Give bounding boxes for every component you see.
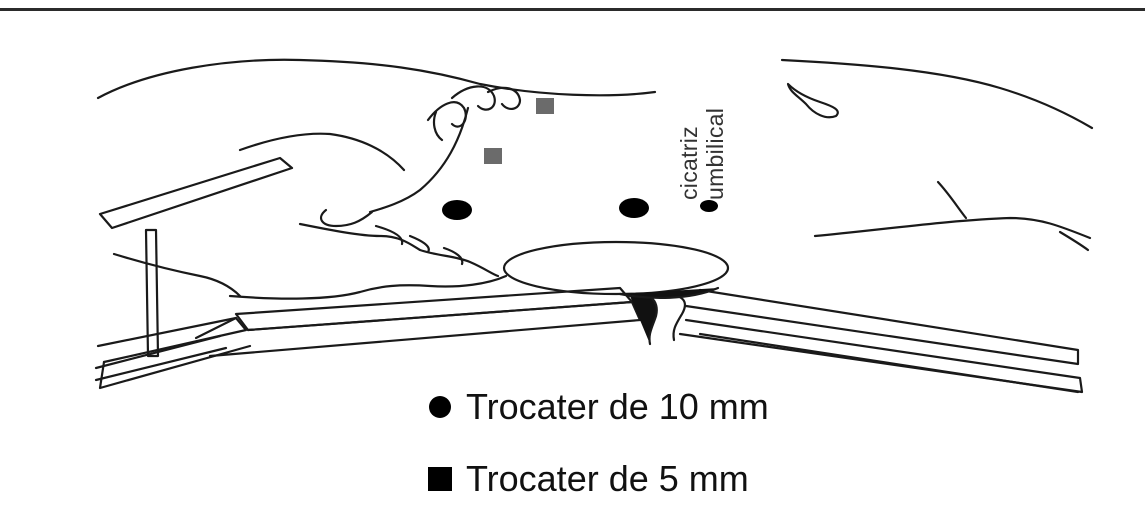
hair-fold-2 [452, 86, 495, 109]
port-10mm-2 [619, 198, 649, 218]
shoulder-line [240, 134, 404, 170]
torso-lower [230, 276, 506, 299]
table-lower-right [700, 334, 1078, 392]
port-5mm-2 [484, 148, 502, 164]
bolster-oval [504, 242, 728, 294]
body-contour-left [98, 60, 655, 98]
arm-fold [300, 224, 498, 276]
legend-label-5mm: Trocater de 5 mm [466, 458, 749, 500]
legend-item-10mm: Trocater de 10 mm [428, 386, 769, 428]
support-bar-lower-2 [100, 346, 250, 388]
port-5mm-1 [536, 98, 554, 114]
support-bar-post [146, 230, 158, 356]
torso-side [114, 254, 240, 296]
support-bar-top [100, 158, 292, 228]
umbilical-scar-label: cicatriz umbilical [676, 90, 728, 200]
port-10mm-1 [442, 200, 472, 220]
legend: Trocater de 10 mm Trocater de 5 mm [428, 386, 769, 500]
hair-fold-4 [434, 112, 442, 140]
umbilical-scar-dot [700, 200, 718, 212]
chest-detail [788, 84, 838, 117]
umbilical-label-line1: cicatriz [676, 90, 702, 200]
square-marker-icon [428, 467, 452, 491]
leg-line [815, 218, 1090, 238]
legend-item-5mm: Trocater de 5 mm [428, 458, 769, 500]
face-line [370, 108, 468, 212]
table-top-right [686, 290, 1078, 364]
legend-label-10mm: Trocater de 10 mm [466, 386, 769, 428]
table-break [630, 294, 657, 344]
circle-marker-icon [429, 396, 451, 418]
leg-curve [938, 182, 966, 218]
table-edge-left [210, 302, 640, 356]
table-top-left [236, 288, 632, 330]
arm-upper [321, 210, 372, 226]
umbilical-label-line2: umbilical [702, 90, 728, 200]
